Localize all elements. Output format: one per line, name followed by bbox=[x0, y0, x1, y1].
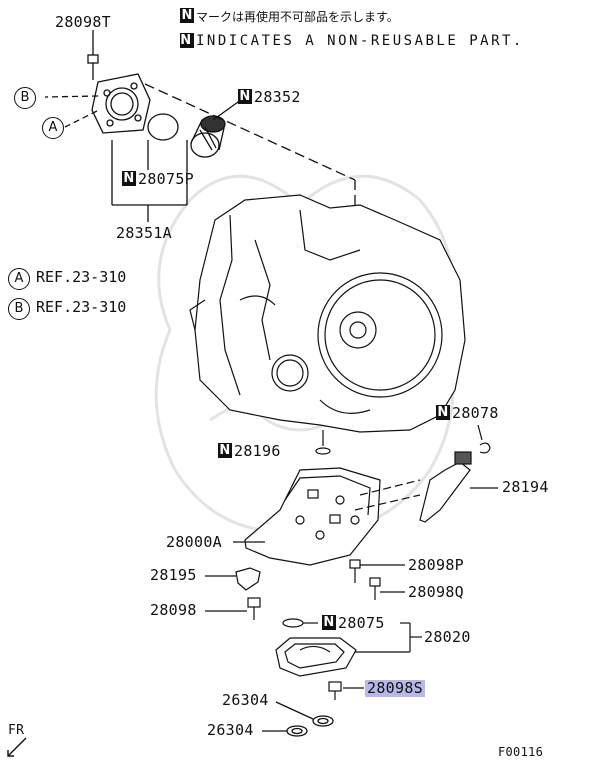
non-reusable-icon: N bbox=[180, 8, 194, 23]
non-reusable-icon: N bbox=[238, 89, 252, 104]
ref-a: A REF.23-310 bbox=[8, 268, 126, 290]
callout-26304-lower[interactable]: 26304 bbox=[207, 721, 254, 739]
non-reusable-icon: N bbox=[122, 171, 136, 186]
bolts bbox=[205, 559, 405, 700]
callout-28020[interactable]: 28020 bbox=[424, 628, 471, 646]
oil-cooler-group bbox=[44, 30, 356, 228]
callout-28098P[interactable]: 28098P bbox=[408, 556, 464, 574]
washers bbox=[262, 701, 334, 737]
transmission-case bbox=[189, 194, 466, 433]
callout-28098[interactable]: 28098 bbox=[150, 601, 197, 619]
callout-28195[interactable]: 28195 bbox=[150, 566, 197, 584]
callout-28098T[interactable]: 28098T bbox=[55, 13, 111, 31]
legend-jp-text: マークは再使用不可部品を示します。 bbox=[196, 10, 399, 24]
non-reusable-icon: N bbox=[218, 443, 232, 458]
callout-28194[interactable]: 28194 bbox=[502, 478, 549, 496]
non-reusable-icon: N bbox=[180, 33, 194, 48]
fr-label: FR bbox=[8, 723, 25, 738]
legend-en-text: INDICATES A NON-REUSABLE PART. bbox=[196, 33, 524, 49]
ref-b: B REF.23-310 bbox=[8, 298, 126, 320]
valve-body bbox=[233, 451, 498, 566]
callout-28098S-highlighted[interactable]: 28098S bbox=[365, 679, 425, 697]
oil-pan bbox=[275, 618, 422, 677]
small-seals bbox=[315, 424, 491, 455]
non-reusable-icon: N bbox=[436, 405, 450, 420]
non-reusable-icon: N bbox=[322, 615, 336, 630]
ref-a-marker: A bbox=[8, 268, 30, 290]
callout-26304-upper[interactable]: 26304 bbox=[222, 691, 269, 709]
ref-a-text[interactable]: REF.23-310 bbox=[36, 268, 127, 286]
marker-a[interactable]: A bbox=[42, 117, 70, 139]
callout-28098Q[interactable]: 28098Q bbox=[408, 583, 464, 601]
ref-b-marker: B bbox=[8, 298, 30, 320]
figure-id: F00116 bbox=[498, 745, 544, 759]
ref-b-text[interactable]: REF.23-310 bbox=[36, 298, 127, 316]
front-arrow-icon bbox=[7, 737, 27, 757]
callout-28000A[interactable]: 28000A bbox=[166, 533, 222, 551]
marker-b[interactable]: B bbox=[14, 87, 42, 109]
callout-28351A[interactable]: 28351A bbox=[116, 224, 172, 242]
